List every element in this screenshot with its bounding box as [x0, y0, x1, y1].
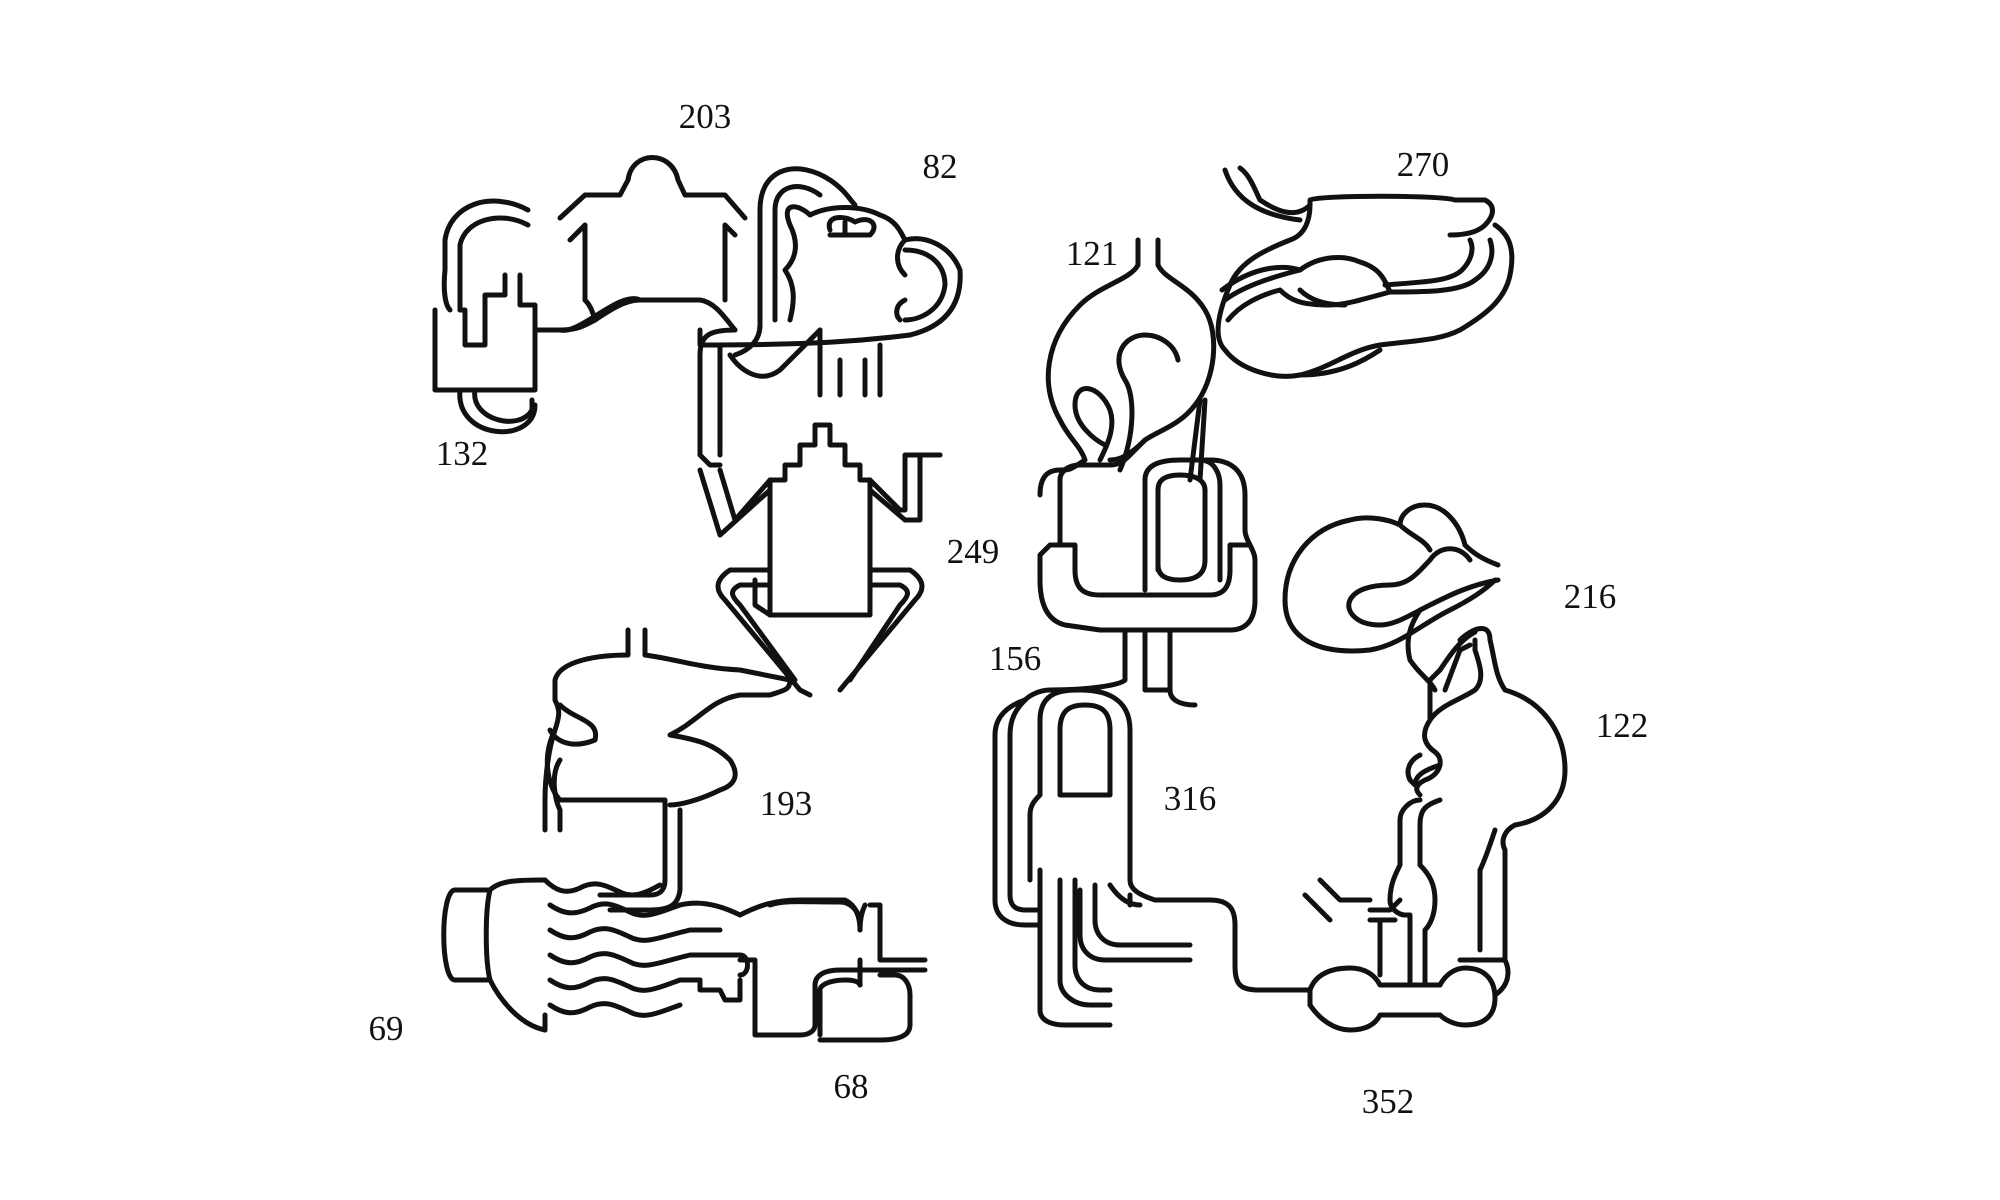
- shape-270: [1215, 165, 1515, 379]
- label-82: 82: [923, 147, 958, 186]
- shape-122: [1302, 626, 1568, 978]
- label-216: 216: [1564, 577, 1617, 616]
- shape-316: [1027, 687, 1313, 1028]
- label-69: 69: [369, 1009, 404, 1048]
- label-68: 68: [834, 1067, 869, 1106]
- label-249: 249: [947, 532, 1000, 571]
- label-203: 203: [679, 97, 732, 136]
- label-132: 132: [436, 434, 489, 473]
- shape-82: [697, 166, 963, 398]
- label-352: 352: [1362, 1082, 1415, 1121]
- shape-216: [1282, 502, 1501, 693]
- shape-249: [697, 327, 943, 698]
- shape-68: [767, 899, 928, 1043]
- shape-121: [1037, 237, 1217, 498]
- label-316: 316: [1164, 779, 1217, 818]
- label-193: 193: [760, 784, 813, 823]
- shape-352: [1307, 917, 1511, 1033]
- shape-193: [542, 627, 793, 913]
- label-121: 121: [1066, 234, 1119, 273]
- label-122: 122: [1596, 706, 1649, 745]
- shape-69: [441, 877, 863, 1038]
- label-270: 270: [1397, 145, 1450, 184]
- shape-156: [992, 397, 1258, 928]
- shape-203: [557, 155, 748, 333]
- label-156: 156: [989, 639, 1042, 678]
